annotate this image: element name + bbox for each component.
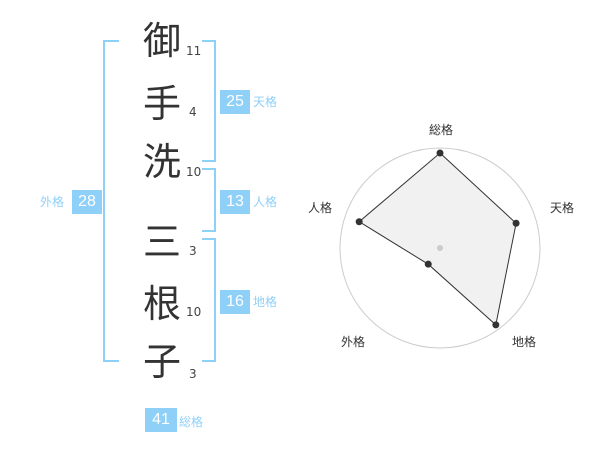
jinkaku-bracket xyxy=(202,168,216,232)
stroke-count-6: 3 xyxy=(189,367,197,381)
radar-points xyxy=(355,149,520,329)
radar-axis-label-chikaku: 地格 xyxy=(512,334,536,349)
radar-grid xyxy=(339,147,541,349)
tenkaku-bracket xyxy=(202,40,216,162)
tenkaku-label: 天格 xyxy=(253,95,278,109)
radar-axis-label-tenkaku: 天格 xyxy=(550,200,574,215)
radar-point-5 xyxy=(355,218,363,226)
chikaku-label: 地格 xyxy=(253,295,278,309)
stroke-count-5: 10 xyxy=(186,305,202,319)
radar-axis-label-jinkaku: 人格 xyxy=(308,200,332,215)
stroke-count-4: 3 xyxy=(189,244,197,258)
stroke-count-3: 10 xyxy=(186,165,202,179)
soukaku-label: 総格 xyxy=(179,415,204,429)
radar-point-2 xyxy=(512,219,520,227)
gaikaku-value: 28 xyxy=(72,190,102,214)
radar-point-3 xyxy=(492,321,500,329)
radar-ring-3 xyxy=(379,187,501,309)
name-char-5: 根 xyxy=(142,282,181,326)
radar-ring-1 xyxy=(419,227,461,269)
jinkaku-value: 13 xyxy=(220,190,250,214)
tenkaku-value: 25 xyxy=(220,90,250,114)
radar-axis-label-gaikaku: 外格 xyxy=(341,334,365,349)
chikaku-value: 16 xyxy=(220,290,250,314)
soukaku-value: 41 xyxy=(145,408,177,432)
radar-ring-4 xyxy=(359,167,521,329)
name-char-2: 手 xyxy=(142,82,181,126)
name-char-4: 三 xyxy=(142,220,181,264)
gaikaku-label: 外格 xyxy=(40,195,65,209)
chikaku-bracket xyxy=(202,238,216,362)
radar-ring-5 xyxy=(339,147,541,349)
name-char-1: 御 xyxy=(142,19,181,63)
name-char-6: 子 xyxy=(142,340,181,384)
radar-area xyxy=(358,152,517,326)
jinkaku-label: 人格 xyxy=(253,195,278,209)
gaikaku-bracket xyxy=(103,40,119,362)
stroke-count-2: 4 xyxy=(189,105,197,119)
radar-ring-2 xyxy=(399,207,481,289)
name-char-3: 洗 xyxy=(142,140,181,184)
radar-point-1 xyxy=(436,149,444,157)
radar-point-4 xyxy=(424,260,432,268)
radar-axis-label-soukaku: 総格 xyxy=(429,122,453,137)
stroke-count-1: 11 xyxy=(186,44,202,58)
radar-center-dot xyxy=(437,245,443,251)
